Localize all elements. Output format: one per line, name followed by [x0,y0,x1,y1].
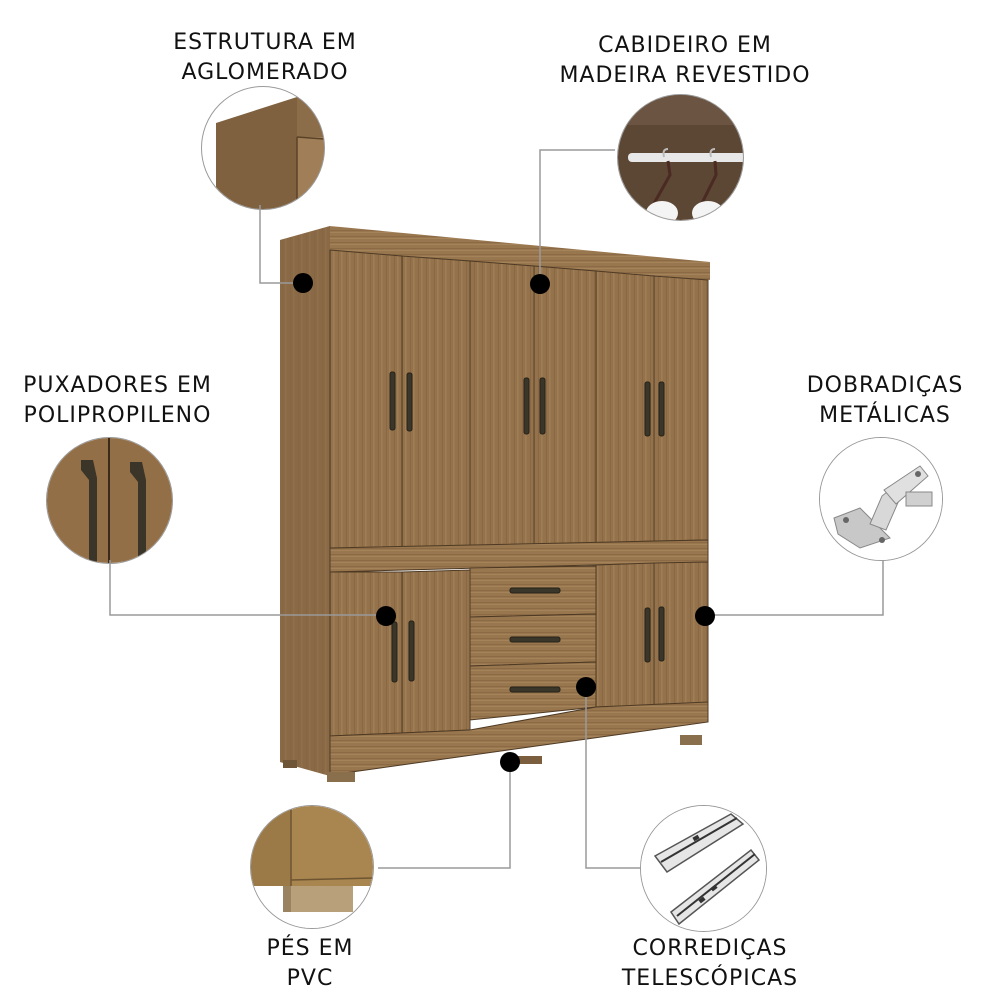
label-puxadores-line2: POLIPROPILENO [23,403,212,428]
hotspot-pes[interactable] [500,752,520,772]
hotspot-dobradicas[interactable] [695,606,715,626]
hotspot-corredicas[interactable] [576,677,596,697]
label-dobradicas-line1: DOBRADIÇAS [806,373,964,398]
label-estrutura-line1: ESTRUTURA EM [173,30,357,55]
label-corredicas-line1: CORREDIÇAS [632,936,788,961]
label-puxadores-line1: PUXADORES EM [23,373,212,398]
wood-corner-detail-icon [201,86,325,210]
hinge-detail-icon [819,437,943,561]
label-pes: PÉS EM PVC [240,934,380,994]
label-puxadores: PUXADORES EM POLIPROPILENO [5,371,230,431]
hotspot-puxadores[interactable] [376,606,396,626]
label-dobradicas-line2: METÁLICAS [819,403,951,428]
handle-detail-icon [46,437,173,564]
hanger-rod-detail-icon [617,94,744,221]
drawer-slide-detail-icon [640,805,767,932]
label-pes-line2: PVC [286,966,334,991]
label-cabideiro: CABIDEIRO EM MADEIRA REVESTIDO [545,31,825,91]
foot-detail-icon [250,805,374,929]
label-dobradicas: DOBRADIÇAS METÁLICAS [790,371,980,431]
label-estrutura-line2: AGLOMERADO [181,60,349,85]
label-estrutura: ESTRUTURA EM AGLOMERADO [150,28,380,88]
hotspot-estrutura[interactable] [293,273,313,293]
label-corredicas: CORREDIÇAS TELESCÓPICAS [590,934,830,994]
hotspot-cabideiro[interactable] [530,274,550,294]
label-pes-line1: PÉS EM [266,936,354,961]
label-cabideiro-line1: CABIDEIRO EM [598,33,772,58]
label-cabideiro-line2: MADEIRA REVESTIDO [559,63,811,88]
label-corredicas-line2: TELESCÓPICAS [621,966,799,991]
